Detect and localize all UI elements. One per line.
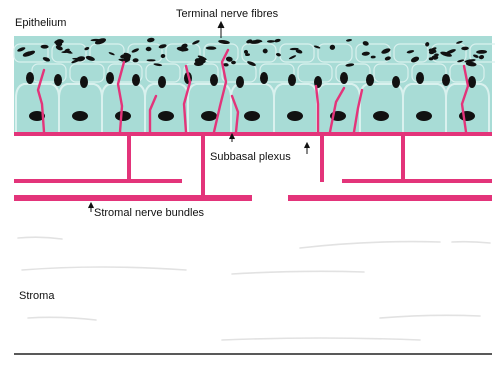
nerve-connector [320, 136, 324, 182]
nerve-connector [127, 136, 131, 182]
subbasal-plexus-arrow-right [305, 143, 310, 154]
epithelium-layer [14, 36, 495, 134]
basal-nucleus [201, 111, 217, 121]
middle-nucleus [80, 76, 88, 88]
middle-nucleus [132, 74, 140, 86]
stromal-nerve-bundle [288, 195, 492, 201]
stroma-fibres [18, 237, 490, 340]
nerve-network [14, 132, 492, 201]
subbasal-plexus-nerve [14, 132, 492, 136]
middle-nucleus [260, 72, 268, 84]
stroma-fibre [380, 315, 480, 318]
superficial-nucleus [146, 47, 152, 51]
stroma-label: Stroma [19, 291, 54, 302]
subbasal-plexus-label: Subbasal plexus [210, 152, 291, 163]
stroma-fibre [300, 242, 440, 248]
basal-nucleus [373, 111, 389, 121]
middle-nucleus [236, 76, 244, 88]
stroma-fibre [452, 242, 490, 243]
stromal-nerve-branch [342, 179, 492, 183]
stromal-nerve-branch [14, 179, 182, 183]
middle-nucleus [392, 76, 400, 88]
basal-nucleus [459, 111, 475, 121]
epithelium-label: Epithelium [15, 18, 66, 29]
stromal-bundles-arrow [89, 203, 94, 212]
terminal-nerve-fibres-label: Terminal nerve fibres [176, 9, 278, 20]
middle-nucleus [106, 72, 114, 84]
basal-nucleus [72, 111, 88, 121]
middle-nucleus [26, 72, 34, 84]
middle-nucleus [158, 76, 166, 88]
nerve-connector [401, 136, 405, 182]
middle-nucleus [416, 72, 424, 84]
stroma-fibre [232, 271, 364, 274]
middle-nucleus [288, 74, 296, 86]
basal-nucleus [244, 111, 260, 121]
middle-nucleus [210, 74, 218, 86]
basal-nucleus [115, 111, 131, 121]
superficial-nucleus [147, 59, 156, 61]
basal-nucleus [416, 111, 432, 121]
middle-nucleus [442, 74, 450, 86]
middle-nucleus [54, 74, 62, 86]
stroma-fibre [22, 267, 186, 270]
stroma-fibre [222, 338, 420, 340]
basal-nucleus [287, 111, 303, 121]
terminal-fibre-arrow [218, 22, 224, 38]
stroma-fibre [28, 317, 96, 320]
middle-nucleus [468, 76, 476, 88]
nerve-connector [201, 136, 205, 198]
stroma-fibre [18, 237, 62, 239]
middle-nucleus [366, 74, 374, 86]
middle-nucleus [340, 72, 348, 84]
stromal-nerve-bundle [14, 195, 252, 201]
stromal-nerve-bundles-label: Stromal nerve bundles [94, 208, 204, 219]
basal-nucleus [158, 111, 174, 121]
